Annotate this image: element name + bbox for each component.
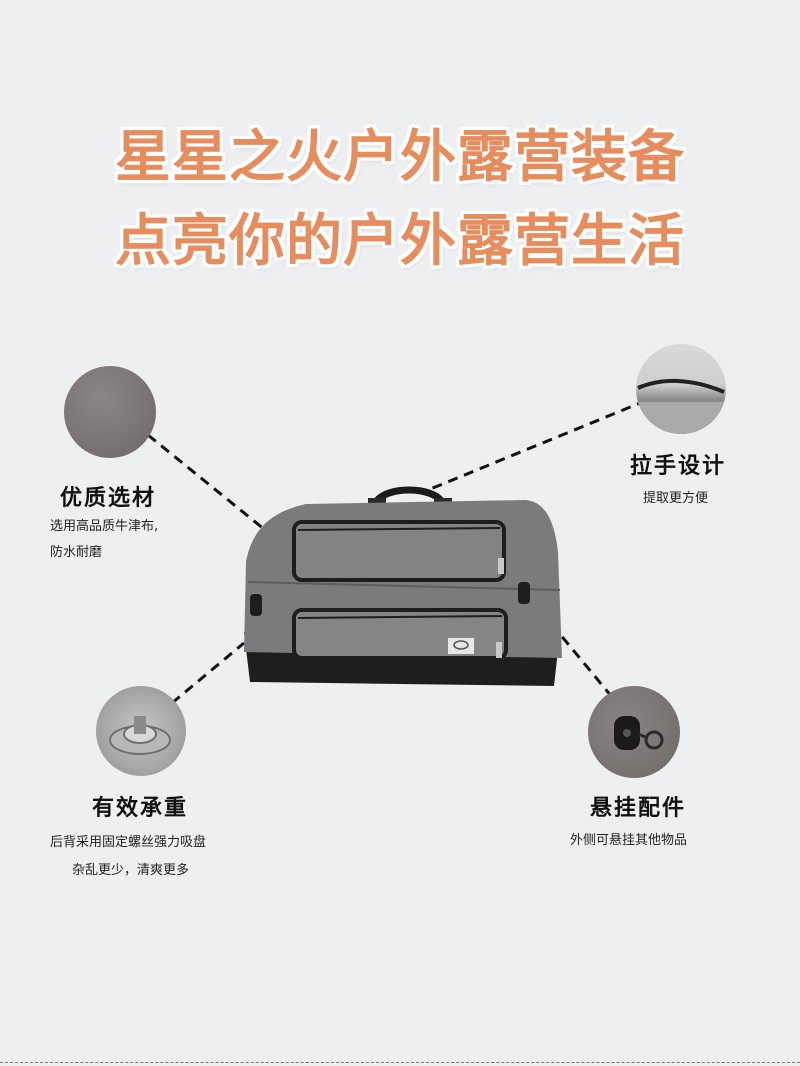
hanging-clip-icon xyxy=(614,716,664,750)
handle-strap-icon xyxy=(636,379,726,434)
connector-suction xyxy=(171,641,245,705)
headline-line-2: 点亮你的户外露营生活 xyxy=(115,209,685,274)
feature-desc-suction-1: 后背采用固定螺丝强力吸盘 xyxy=(50,835,207,850)
connector-material xyxy=(147,433,276,540)
hanging-clip-image xyxy=(588,686,680,778)
feature-title-handle: 拉手设计 xyxy=(630,454,727,479)
camping-bag-image xyxy=(244,486,562,686)
connector-handle xyxy=(427,392,663,492)
feature-desc-material-1: 选用高品质牛津布, xyxy=(50,519,159,534)
suction-cup-image xyxy=(96,686,186,776)
fabric-swatch-image xyxy=(64,366,156,458)
feature-title-material: 优质选材 xyxy=(60,486,157,511)
feature-desc-hanging: 外侧可悬挂其他物品 xyxy=(570,833,688,848)
feature-desc-material-2: 防水耐磨 xyxy=(50,545,103,560)
handle-detail-image xyxy=(636,344,726,434)
feature-title-suction: 有效承重 xyxy=(92,796,189,821)
feature-title-hanging: 悬挂配件 xyxy=(590,796,687,821)
feature-desc-handle: 提取更方便 xyxy=(643,491,709,506)
feature-desc-suction-2: 杂乱更少，清爽更多 xyxy=(72,863,190,878)
bottom-divider xyxy=(0,1062,800,1063)
suction-cup-icon xyxy=(109,716,171,755)
headline-line-1: 星星之火户外露营装备 xyxy=(115,125,685,190)
